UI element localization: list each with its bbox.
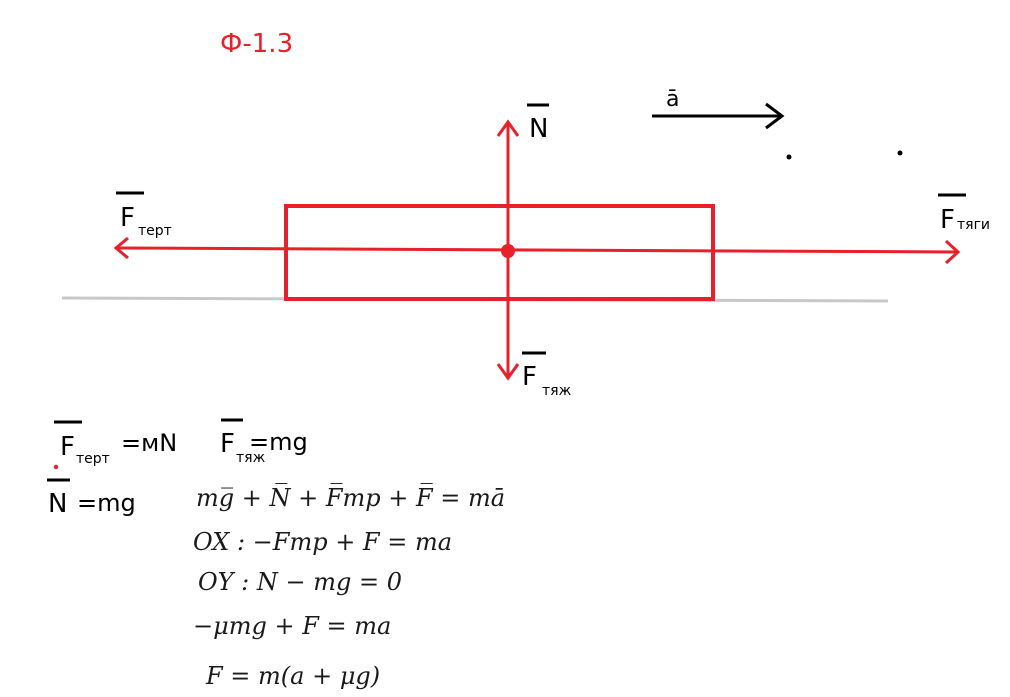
diagram-title: Ф-1.3	[220, 29, 293, 59]
stray-dot	[786, 154, 792, 160]
equation-result: F = m(a + μg)	[205, 662, 380, 690]
formula-gravity-rhs: =mg	[249, 428, 308, 456]
traction-force-subscript: тяги	[957, 217, 990, 233]
center-of-mass-dot	[501, 244, 515, 258]
formula-friction-main: F	[60, 432, 75, 462]
formula-gravity-subscript: тяж	[236, 450, 266, 466]
formula-normal-main: N	[48, 489, 67, 519]
formula-normal-rhs: =mg	[77, 489, 136, 517]
normal-arrowhead	[496, 119, 520, 137]
traction-arrowhead	[944, 239, 961, 265]
friction-force-subscript: терт	[138, 223, 172, 239]
traction-force-label: F	[940, 205, 955, 235]
equation-vector-sum: mg̅ + N̅ + F̅mp + F̅ = mā	[196, 484, 505, 512]
gravity-arrowhead	[496, 363, 520, 381]
normal-force-label: N	[529, 114, 548, 144]
friction-force-label: F	[120, 203, 135, 233]
equation-ox: OX : −Fmp + F = ma	[193, 528, 452, 556]
acceleration-arrowhead	[765, 102, 785, 130]
body-box	[284, 204, 715, 301]
formula-friction-rhs: =мN	[121, 429, 177, 457]
formula-friction-subscript: терт	[76, 451, 110, 467]
equation-friction: −μmg + F = ma	[193, 612, 391, 640]
formula-gravity-main: F	[220, 429, 235, 459]
stray-dot	[897, 150, 903, 156]
stray-red-dot	[53, 464, 59, 470]
gravity-force-label: F	[522, 362, 537, 392]
equation-oy: OY : N − mg = 0	[198, 568, 402, 596]
horizontal-force-axis	[115, 246, 959, 254]
gravity-force-subscript: тяж	[542, 383, 572, 399]
acceleration-label: ā	[666, 87, 679, 112]
friction-arrowhead	[113, 236, 129, 260]
